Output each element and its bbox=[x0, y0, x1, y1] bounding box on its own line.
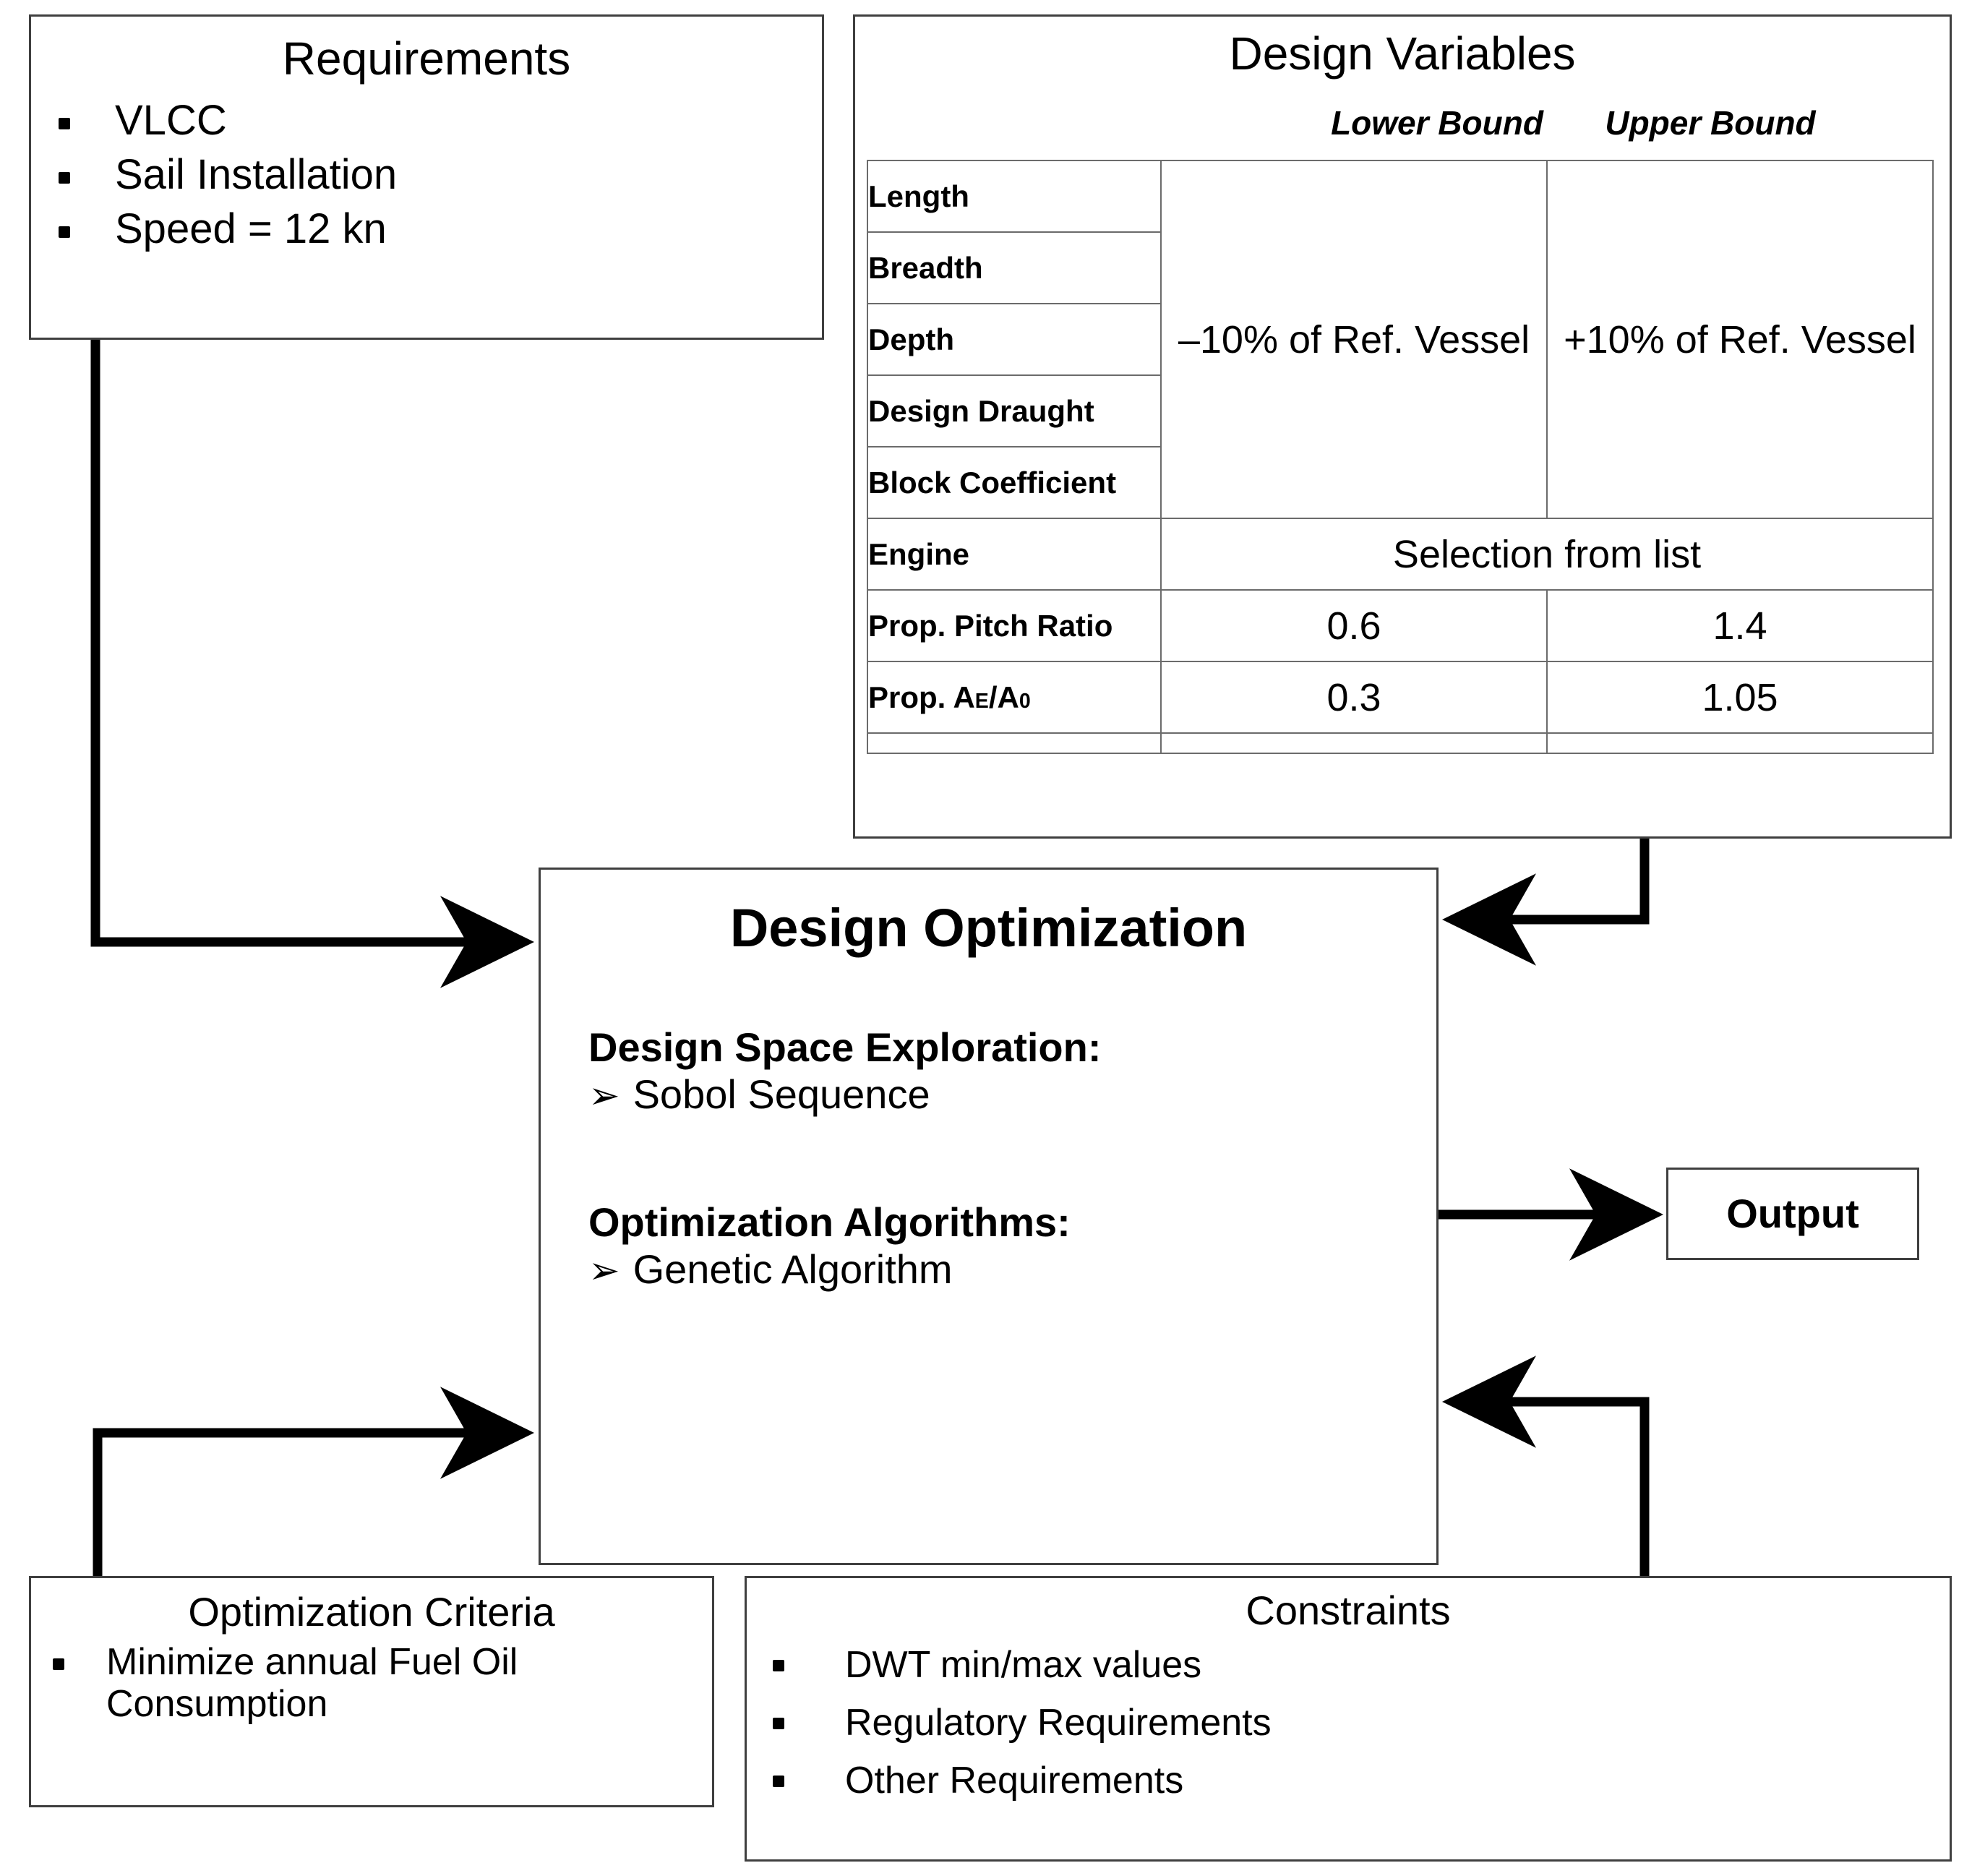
cell-pitch-lower: 0.6 bbox=[1160, 589, 1548, 662]
optimization-criteria-title: Optimization Criteria bbox=[188, 1589, 555, 1635]
requirements-item-2: Speed = 12 kn bbox=[115, 205, 387, 252]
connector-criteria-to-optimization bbox=[93, 1387, 535, 1576]
table-row: Design Draught bbox=[867, 374, 1933, 447]
optimization-criteria-list: Minimize annual Fuel Oil Consumption bbox=[31, 1641, 712, 1725]
cell-upper-bound-merged: +10% of Ref. Vessel bbox=[1546, 160, 1934, 519]
list-item: DWT min/max values bbox=[773, 1644, 1950, 1686]
requirements-item-0: VLCC bbox=[115, 97, 227, 144]
design-space-exploration-heading: Design Space Exploration: bbox=[588, 1024, 1102, 1070]
constraints-item-2: Other Requirements bbox=[845, 1760, 1184, 1802]
column-header-lower-bound: Lower Bound bbox=[1331, 104, 1543, 142]
row-label-depth: Depth bbox=[867, 303, 1162, 376]
constraints-list: DWT min/max values Regulatory Requiremen… bbox=[747, 1644, 1950, 1802]
list-item: Sail Installation bbox=[59, 150, 822, 199]
list-item: Speed = 12 kn bbox=[59, 205, 822, 253]
connector-constraints-to-optimization bbox=[1441, 1355, 1650, 1576]
constraints-item-0: DWT min/max values bbox=[845, 1644, 1202, 1686]
row-label-breadth: Breadth bbox=[867, 231, 1162, 304]
optimization-algorithms-heading: Optimization Algorithms: bbox=[588, 1199, 1071, 1245]
cell-ae-a0-lower: 0.3 bbox=[1160, 661, 1548, 734]
list-item: VLCC bbox=[59, 97, 822, 145]
row-label-prop-ae-a0: Prop. AE/A0 bbox=[867, 661, 1162, 734]
arrow-bullet-icon: ➢ bbox=[588, 1250, 620, 1292]
spacer-cell-upper bbox=[1546, 732, 1934, 754]
design-variables-table: Length –10% of Ref. Vessel +10% of Ref. … bbox=[867, 160, 1934, 754]
row-label-length: Length bbox=[867, 160, 1162, 233]
bullet-icon bbox=[773, 1776, 784, 1788]
table-row: Depth bbox=[867, 303, 1933, 376]
constraints-box: Constraints DWT min/max values Regulator… bbox=[745, 1576, 1952, 1862]
bullet-icon bbox=[773, 1660, 784, 1671]
cell-pitch-upper: 1.4 bbox=[1546, 589, 1934, 662]
list-item: Other Requirements bbox=[773, 1760, 1950, 1802]
design-variables-box: Design Variables Lower Bound Upper Bound… bbox=[853, 14, 1952, 839]
requirements-box: Requirements VLCC Sail Installation Spee… bbox=[29, 14, 824, 340]
cell-engine-value: Selection from list bbox=[1160, 518, 1934, 591]
connector-variables-to-optimization bbox=[1441, 839, 1650, 966]
spacer-cell-lower bbox=[1160, 732, 1548, 754]
table-row: Length –10% of Ref. Vessel +10% of Ref. … bbox=[867, 160, 1934, 519]
optimization-criteria-item-0: Minimize annual Fuel Oil Consumption bbox=[106, 1641, 518, 1726]
list-item: Regulatory Requirements bbox=[773, 1702, 1950, 1744]
cell-lower-bound-merged: –10% of Ref. Vessel bbox=[1160, 160, 1548, 519]
output-box: Output bbox=[1666, 1168, 1919, 1260]
design-variables-column-headers: Lower Bound Upper Bound bbox=[855, 103, 1950, 154]
requirements-list: VLCC Sail Installation Speed = 12 kn bbox=[31, 97, 822, 253]
table-row: Prop. Pitch Ratio 0.6 1.4 bbox=[867, 589, 1934, 662]
design-optimization-title: Design Optimization bbox=[729, 898, 1248, 958]
list-item: Minimize annual Fuel Oil Consumption bbox=[53, 1641, 712, 1725]
connector-requirements-to-optimization bbox=[90, 340, 535, 988]
column-header-upper-bound: Upper Bound bbox=[1605, 104, 1816, 142]
genetic-algorithm-label: Genetic Algorithm bbox=[633, 1246, 953, 1292]
optimization-criteria-box: Optimization Criteria Minimize annual Fu… bbox=[29, 1576, 714, 1807]
requirements-title: Requirements bbox=[282, 33, 571, 85]
design-variables-title: Design Variables bbox=[1229, 27, 1576, 80]
constraints-item-1: Regulatory Requirements bbox=[845, 1702, 1272, 1744]
row-label-prop-pitch-ratio: Prop. Pitch Ratio bbox=[867, 589, 1162, 662]
design-optimization-box: Design Optimization Design Space Explora… bbox=[539, 868, 1439, 1565]
table-row: Prop. AE/A0 0.3 1.05 bbox=[867, 661, 1934, 734]
design-space-exploration-item: ➢ Sobol Sequence bbox=[588, 1071, 1436, 1118]
requirements-item-1: Sail Installation bbox=[115, 150, 398, 198]
constraints-title: Constraints bbox=[1246, 1588, 1451, 1633]
output-label: Output bbox=[1726, 1191, 1859, 1236]
row-label-engine: Engine bbox=[867, 518, 1162, 591]
table-row: Engine Selection from list bbox=[867, 518, 1934, 591]
table-row: Block Coefficient bbox=[867, 446, 1933, 519]
bullet-icon bbox=[59, 171, 70, 184]
bullet-icon bbox=[53, 1658, 64, 1670]
table-row-spacer bbox=[867, 732, 1934, 754]
spacer-cell-label bbox=[867, 732, 1162, 754]
table-row: Breadth bbox=[867, 231, 1933, 304]
row-label-block-coefficient: Block Coefficient bbox=[867, 446, 1162, 519]
cell-ae-a0-upper: 1.05 bbox=[1546, 661, 1934, 734]
bullet-icon bbox=[59, 118, 70, 129]
row-label-design-draught: Design Draught bbox=[867, 374, 1162, 447]
bullet-icon bbox=[59, 226, 70, 238]
bullet-icon bbox=[773, 1718, 784, 1730]
sobol-sequence-label: Sobol Sequence bbox=[633, 1071, 930, 1117]
arrow-bullet-icon: ➢ bbox=[588, 1075, 620, 1117]
optimization-algorithms-item: ➢ Genetic Algorithm bbox=[588, 1246, 1436, 1293]
